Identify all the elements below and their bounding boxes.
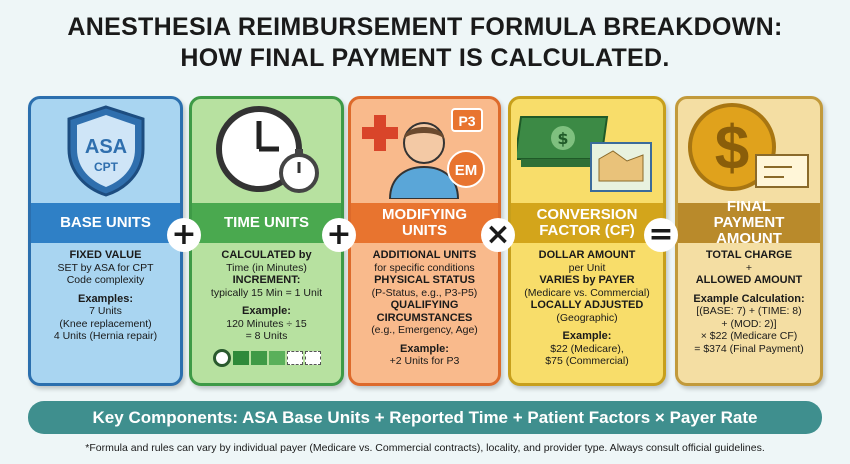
p3-badge: P3 [458, 113, 475, 129]
card-line: (e.g., Emergency, Age) [371, 324, 478, 336]
card-line: CIRCUMSTANCES [376, 311, 473, 324]
card-line: FIXED VALUE [69, 249, 142, 261]
footnote: *Formula and rules can vary by individua… [85, 442, 765, 454]
card-line: LOCALLY ADJUSTED [530, 299, 644, 311]
card-line: 4 Units (Hernia repair) [53, 330, 158, 342]
card-line: 120 Minutes ÷ 15 [226, 317, 307, 330]
plus-operator: + [167, 218, 201, 252]
time-progress-bar [196, 348, 337, 367]
card-line: SET by ASA for CPT [57, 261, 154, 274]
card-line: (Medicare vs. Commercial) [524, 286, 650, 299]
card-header: FINAL PAYMENT AMOUNT [678, 199, 820, 247]
card-line: Example Calculation: [693, 292, 805, 305]
card-line: PHYSICAL STATUS [374, 274, 475, 286]
shield-badge-icon: ASA CPT [31, 99, 180, 203]
summary-banner: Key Components: ASA Base Units + Reporte… [28, 401, 822, 434]
page-title: ANESTHESIA REIMBURSEMENT FORMULA BREAKDO… [0, 12, 850, 74]
card-line: +2 Units for P3 [389, 355, 460, 367]
equals-operator: = [644, 218, 678, 252]
card-line: VARIES by PAYER [539, 274, 635, 286]
card-line: CALCULATED by [221, 249, 312, 261]
card-line: Example: [562, 330, 612, 342]
card-header: CONVERSION FACTOR (CF) [511, 203, 663, 243]
card-line: for specific conditions [374, 261, 475, 274]
card-line: [(BASE: 7) + (TIME: 8) [696, 305, 802, 317]
svg-text:$: $ [715, 114, 749, 183]
card-line: 7 Units [89, 305, 122, 317]
title-line-2: HOW FINAL PAYMENT IS CALCULATED. [180, 44, 670, 72]
card-header: BASE UNITS [31, 203, 180, 243]
em-badge: EM [454, 162, 477, 179]
card-line: Code complexity [66, 274, 145, 286]
card-header: MODIFYING UNITS [351, 203, 498, 243]
card-line: $75 (Commercial) [545, 355, 629, 367]
card-line: typically 15 Min = 1 Unit [210, 286, 323, 299]
card-line: + [745, 261, 753, 274]
plus-operator: + [322, 218, 356, 252]
money-map-icon: $ [511, 99, 663, 203]
card-line: QUALIFYING [390, 299, 459, 311]
card-line: ALLOWED AMOUNT [695, 274, 803, 286]
card-body: TOTAL CHARGE+ALLOWED AMOUNT Example Calcu… [678, 243, 820, 361]
badge-top: ASA [84, 136, 126, 158]
card-line: Time (in Minutes) [226, 261, 307, 274]
card-line: $22 (Medicare), [550, 342, 624, 355]
card-line: = 8 Units [245, 330, 288, 342]
card-line: Example: [400, 342, 449, 355]
clock-stopwatch-icon [192, 99, 341, 203]
dollar-check-icon: $ [678, 99, 820, 203]
svg-text:$: $ [557, 129, 568, 148]
badge-bottom: CPT [94, 160, 119, 174]
title-line-1: ANESTHESIA REIMBURSEMENT FORMULA BREAKDO… [67, 13, 783, 41]
card-line: (Knee replacement) [59, 317, 152, 330]
card-line: = $374 (Final Payment) [694, 342, 804, 355]
multiply-operator: × [481, 218, 515, 252]
card-line: Example: [242, 305, 291, 317]
card-header: TIME UNITS [192, 203, 341, 243]
card-line: ADDITIONAL UNITS [372, 249, 477, 261]
card-line: INCREMENT: [232, 274, 301, 286]
card-line: (Geographic) [556, 311, 618, 324]
card-line: (P-Status, e.g., P3-P5) [371, 286, 478, 299]
card-line: × $22 (Medicare CF) [700, 330, 798, 342]
card-line: DOLLAR AMOUNT [538, 249, 636, 261]
card-line: TOTAL CHARGE [705, 249, 793, 261]
card-line: Examples: [77, 292, 134, 305]
card-line: per Unit [568, 261, 606, 274]
card-line: + (MOD: 2)] [721, 317, 777, 330]
